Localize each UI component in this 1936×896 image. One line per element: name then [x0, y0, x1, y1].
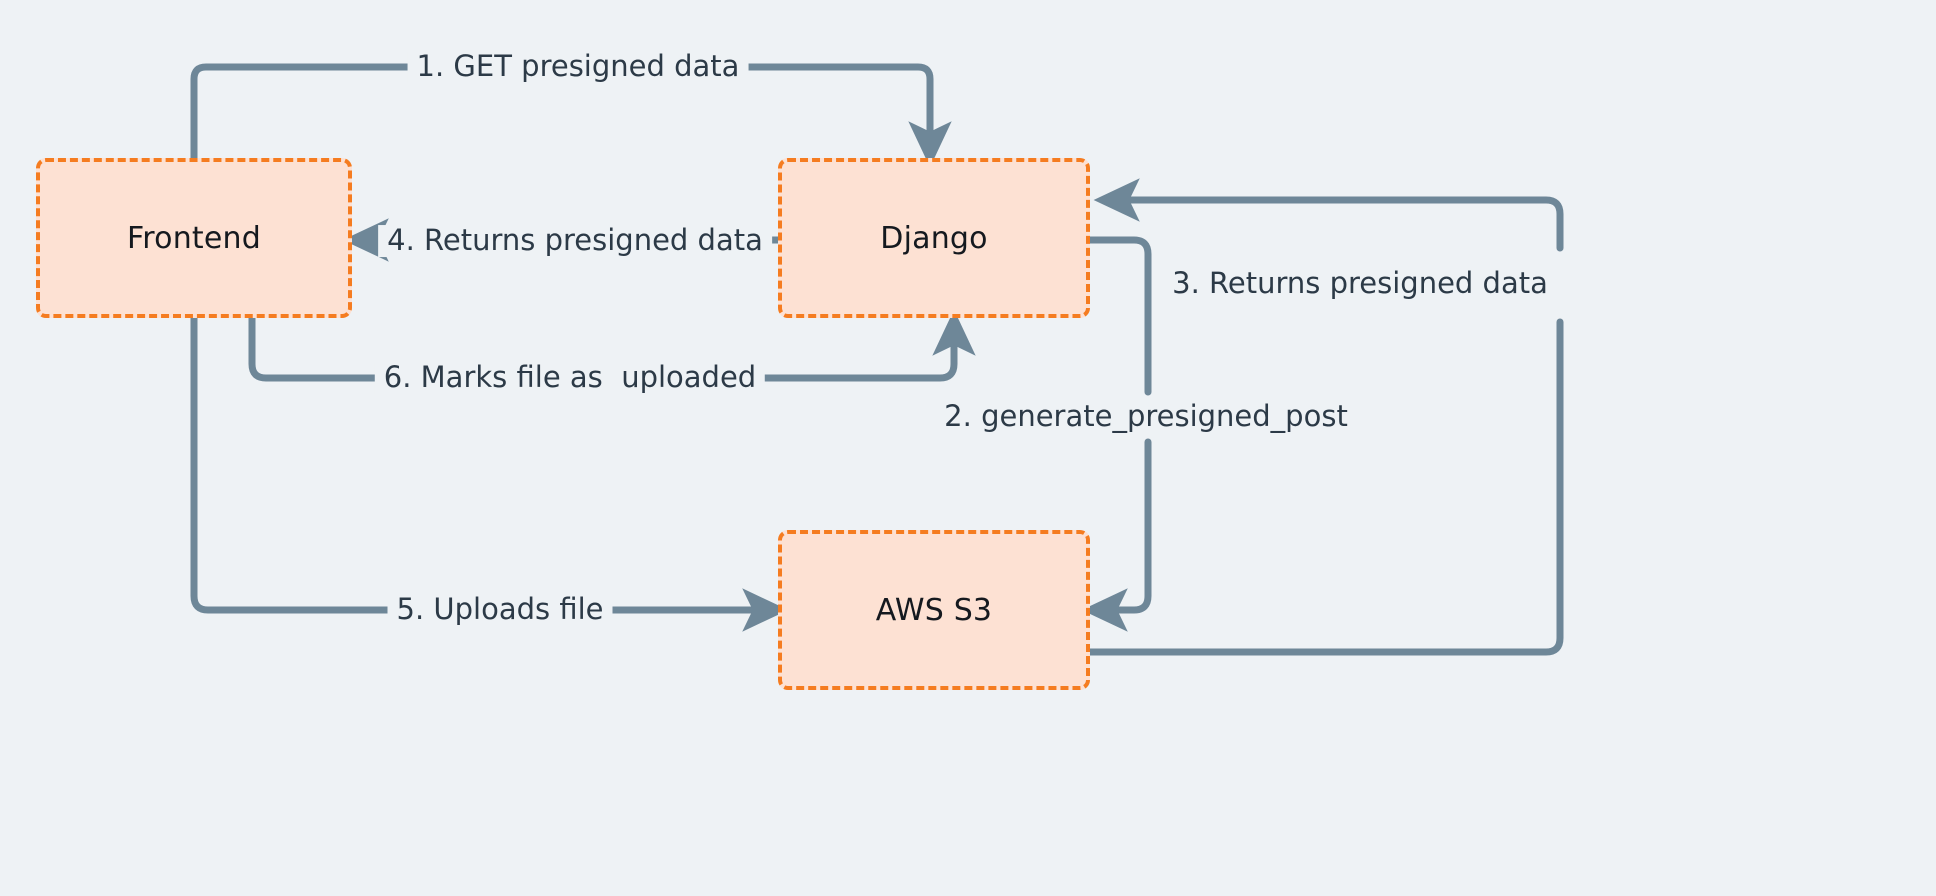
edge-label-1: 1. GET presigned data	[407, 50, 749, 83]
node-frontend[interactable]: Frontend	[36, 158, 352, 318]
node-frontend-label: Frontend	[127, 220, 261, 256]
node-django[interactable]: Django	[778, 158, 1090, 318]
edge-2-seg-bottom	[1081, 438, 1152, 632]
edge-label-3: 3. Returns presigned data	[1163, 267, 1557, 300]
edge-1-seg-right	[731, 63, 952, 168]
node-django-label: Django	[880, 220, 988, 256]
node-aws-s3-label: AWS S3	[875, 592, 993, 628]
edge-3-seg-high	[1093, 178, 1564, 252]
edge-5-seg-left	[190, 314, 404, 614]
node-aws-s3[interactable]: AWS S3	[778, 530, 1090, 690]
edge-label-2: 2. generate_presigned_post	[935, 400, 1357, 433]
edge-2-seg-top	[1086, 236, 1152, 396]
edge-label-4: 4. Returns presigned data	[378, 224, 772, 257]
edge-3-seg-low	[1086, 318, 1564, 656]
edge-label-5: 5. Uploads file	[387, 593, 613, 626]
edge-6-arrow	[736, 309, 976, 382]
edge-1-seg-left	[190, 63, 422, 162]
edge-label-6: 6. Marks file as uploaded	[374, 361, 766, 394]
